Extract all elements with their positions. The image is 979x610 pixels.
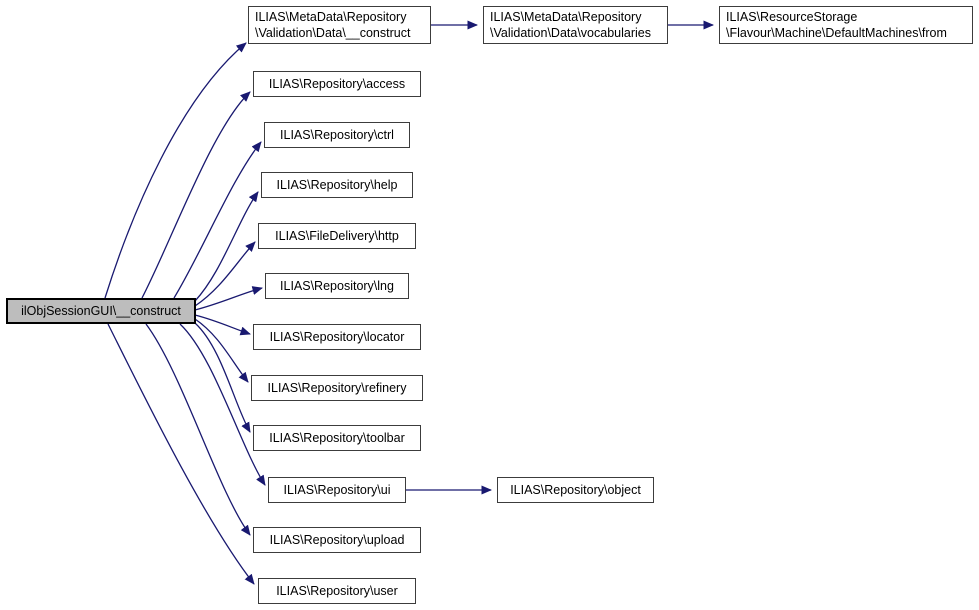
node-label: ILIAS\Repository\locator <box>269 329 405 344</box>
node-repository-help[interactable]: ILIAS\Repository\help <box>261 172 413 198</box>
edge-construct-locator <box>194 314 251 336</box>
edge-construct-http <box>194 241 256 307</box>
node-metadata-validation-data-vocabularies[interactable]: ILIAS\MetaData\Repository \Validation\Da… <box>483 6 668 44</box>
node-label-line2: \Flavour\Machine\DefaultMachines\from <box>726 26 947 40</box>
node-label: ILIAS\Repository\lng <box>280 278 394 293</box>
node-label-line2: \Validation\Data\__construct <box>255 26 411 40</box>
node-repository-user[interactable]: ILIAS\Repository\user <box>258 578 416 604</box>
node-repository-upload[interactable]: ILIAS\Repository\upload <box>253 527 421 553</box>
node-ilobjsessiongui-construct: ilObjSessionGUI\__construct <box>6 298 196 324</box>
node-label: ILIAS\Repository\refinery <box>267 380 407 395</box>
edge-construct-md_construct <box>104 42 247 299</box>
edge-construct-ctrl <box>173 141 262 299</box>
node-label: ILIAS\Repository\object <box>510 482 641 497</box>
node-repository-object[interactable]: ILIAS\Repository\object <box>497 477 654 503</box>
node-repository-ctrl[interactable]: ILIAS\Repository\ctrl <box>264 122 410 148</box>
node-label-line2: \Validation\Data\vocabularies <box>490 26 651 40</box>
node-repository-refinery[interactable]: ILIAS\Repository\refinery <box>251 375 423 401</box>
edge-construct-user <box>107 323 255 585</box>
edge-construct-toolbar <box>194 322 251 433</box>
edge-construct-upload <box>145 323 251 536</box>
edge-construct-refinery <box>194 318 249 383</box>
node-repository-locator[interactable]: ILIAS\Repository\locator <box>253 324 421 350</box>
node-repository-access[interactable]: ILIAS\Repository\access <box>253 71 421 97</box>
node-label: ilObjSessionGUI\__construct <box>21 303 181 318</box>
edge-construct-ui <box>179 323 266 486</box>
node-resourcestorage-defaultmachines-from[interactable]: ILIAS\ResourceStorage \Flavour\Machine\D… <box>719 6 973 44</box>
edge-construct-lng <box>194 286 263 311</box>
node-label: ILIAS\Repository\user <box>276 583 398 598</box>
node-repository-toolbar[interactable]: ILIAS\Repository\toolbar <box>253 425 421 451</box>
node-label-line1: ILIAS\MetaData\Repository <box>490 9 642 24</box>
node-label: ILIAS\Repository\ui <box>283 482 391 497</box>
node-label: ILIAS\Repository\upload <box>269 532 405 547</box>
node-label: ILIAS\Repository\access <box>268 76 406 91</box>
node-label: ILIAS\Repository\ctrl <box>280 127 394 142</box>
node-label: ILIAS\FileDelivery\http <box>275 228 399 243</box>
node-repository-ui[interactable]: ILIAS\Repository\ui <box>268 477 406 503</box>
node-filedelivery-http[interactable]: ILIAS\FileDelivery\http <box>258 223 416 249</box>
node-repository-lng[interactable]: ILIAS\Repository\lng <box>265 273 409 299</box>
node-label-line1: ILIAS\ResourceStorage <box>726 9 858 24</box>
node-label: ILIAS\Repository\toolbar <box>269 430 405 445</box>
edge-construct-access <box>141 91 251 299</box>
node-label-line1: ILIAS\MetaData\Repository <box>255 9 407 24</box>
edge-construct-help <box>194 191 259 302</box>
node-label: ILIAS\Repository\help <box>276 177 398 192</box>
node-metadata-validation-data-construct[interactable]: ILIAS\MetaData\Repository \Validation\Da… <box>248 6 431 44</box>
